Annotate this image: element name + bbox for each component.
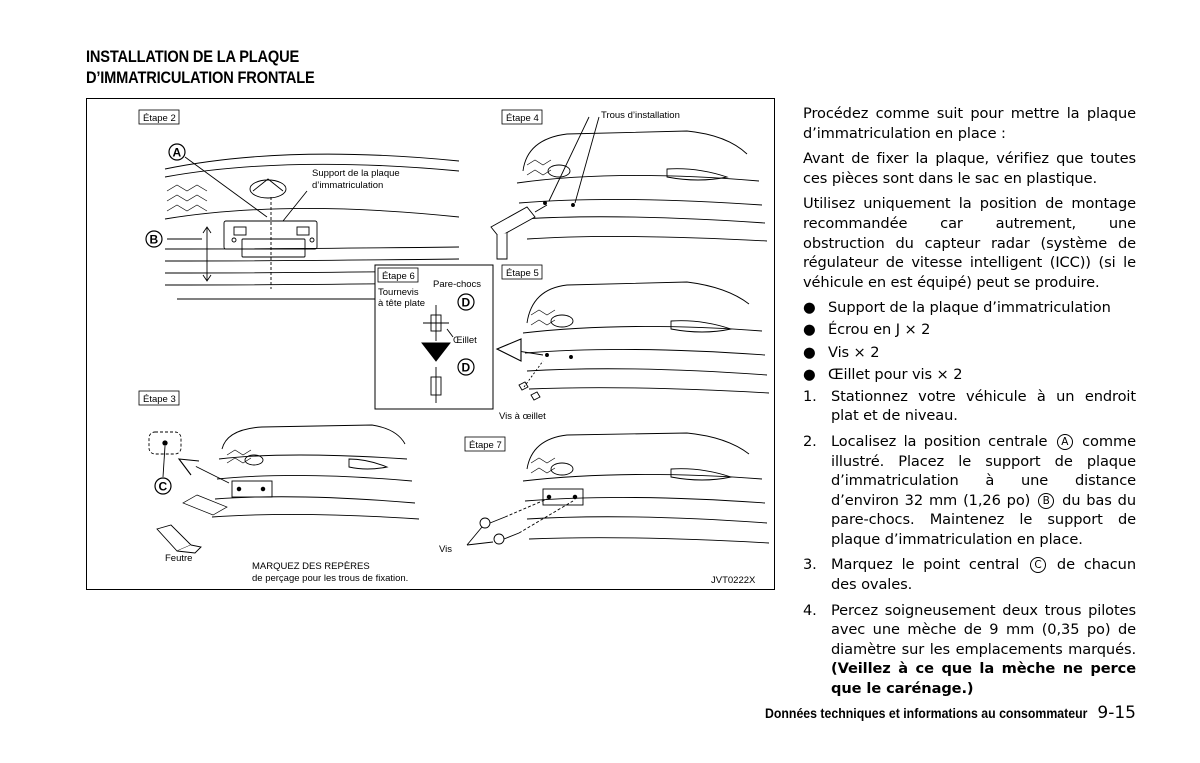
panel-step5: [495, 281, 770, 401]
step7-label: Étape 7: [469, 440, 502, 451]
callout-a-icon: A: [1056, 433, 1073, 450]
panel-step3: [148, 424, 420, 554]
feutre-label: Feutre: [165, 553, 192, 564]
callout-c-icon: C: [1030, 557, 1047, 574]
trous-installation-label: Trous d’installation: [601, 110, 680, 121]
step-4-warning: (Veillez à ce que la mèche ne perce que …: [831, 660, 1136, 698]
check-paragraph: Avant de fixer la plaque, vérifiez que t…: [803, 150, 1136, 187]
step2-label: Étape 2: [143, 113, 176, 124]
step4-label: Étape 4: [506, 113, 539, 124]
callout-d-bottom-label: D: [462, 361, 471, 375]
step5-label: Étape 5: [506, 268, 539, 279]
callout-c-label: C: [159, 480, 168, 494]
support-label-line2: d’immatriculation: [312, 180, 383, 191]
pare-chocs-label: Pare-chocs: [433, 279, 481, 290]
list-item: ●Œillet pour vis × 2: [803, 365, 963, 383]
step-4: 4. Percez soigneusement deux trous pilot…: [803, 601, 1136, 698]
procedure-steps: 1. Stationnez votre véhicule à un endroi…: [803, 387, 1136, 699]
callout-d-bottom: [457, 358, 475, 376]
tournevis-label-line2: à tête plate: [378, 298, 425, 309]
page-title-line1: INSTALLATION DE LA PLAQUE: [86, 47, 300, 66]
callout-d-top: [457, 293, 475, 311]
marquez-label-line2: de perçage pour les trous de fixation.: [252, 573, 408, 584]
figure-code: JVT0222X: [711, 575, 756, 586]
panel-step7: [466, 432, 770, 546]
step6-label: Étape 6: [382, 271, 415, 282]
panel-step4: [490, 116, 768, 260]
list-item: ●Vis × 2: [803, 343, 880, 361]
page-title: INSTALLATION DE LA PLAQUE D’IMMATRICULAT…: [86, 46, 430, 88]
step5-box: [501, 264, 543, 280]
instructions-column: Procédez comme suit pour mettre la plaqu…: [803, 104, 1136, 705]
callout-c: [154, 477, 172, 495]
bullet-icon: ●: [803, 343, 816, 361]
page-title-line2: D’IMMATRICULATION FRONTALE: [86, 68, 315, 87]
tournevis-label-line1: Tournevis: [378, 287, 419, 298]
parts-list: ●Support de la plaque d’immatriculation …: [803, 298, 1136, 384]
support-label-line1: Support de la plaque: [312, 168, 400, 179]
installation-figure: A B Étape 2 Support de la plaque d’immat…: [86, 98, 775, 590]
installation-diagram: A B Étape 2 Support de la plaque d’immat…: [138, 109, 770, 586]
panel-step6: [421, 305, 454, 403]
callout-d-top-label: D: [462, 296, 471, 310]
callout-b-icon: B: [1038, 492, 1055, 509]
step6-inset: [374, 264, 494, 410]
bullet-icon: ●: [803, 321, 816, 339]
step-2-number: 2.: [803, 432, 817, 450]
list-item: ●Écrou en J × 2: [803, 321, 931, 339]
step3-label: Étape 3: [143, 394, 176, 405]
step-2: 2. Localisez la position centrale A comm…: [803, 432, 1136, 548]
step-4-number: 4.: [803, 601, 817, 619]
step6-box: [377, 267, 419, 283]
panel-step2: [138, 109, 460, 300]
footer-section-title: Données techniques et informations au co…: [764, 705, 1088, 721]
step-3-number: 3.: [803, 556, 817, 574]
oeillet-label: Œillet: [453, 335, 477, 346]
callout-b-label: B: [150, 233, 159, 247]
vis-label: Vis: [439, 544, 452, 555]
step-1: 1. Stationnez votre véhicule à un endroi…: [803, 387, 1136, 425]
warning-paragraph: Utilisez uniquement la position de monta…: [803, 195, 1136, 291]
list-item: ●Support de la plaque d’immatriculation: [803, 299, 1111, 317]
marquez-label-line1: MARQUEZ DES REPÈRES: [252, 561, 370, 572]
page-footer: Données techniques et informations au co…: [716, 703, 1136, 723]
bullet-icon: ●: [803, 299, 816, 317]
callout-a-label: A: [173, 146, 182, 160]
vis-oeillet-label: Vis à œillet: [499, 411, 546, 422]
step-1-number: 1.: [803, 387, 817, 405]
page-number: 9-15: [1097, 703, 1136, 723]
step2-box: [138, 109, 180, 125]
step-3: 3. Marquez le point central C de chacun …: [803, 556, 1136, 594]
bullet-icon: ●: [803, 365, 816, 383]
callout-a: [168, 143, 186, 161]
callout-b: [145, 230, 163, 248]
step7-box: [464, 436, 506, 452]
step4-box: [501, 109, 543, 125]
step3-box: [138, 390, 180, 406]
intro-paragraph: Procédez comme suit pour mettre la plaqu…: [803, 105, 1136, 142]
